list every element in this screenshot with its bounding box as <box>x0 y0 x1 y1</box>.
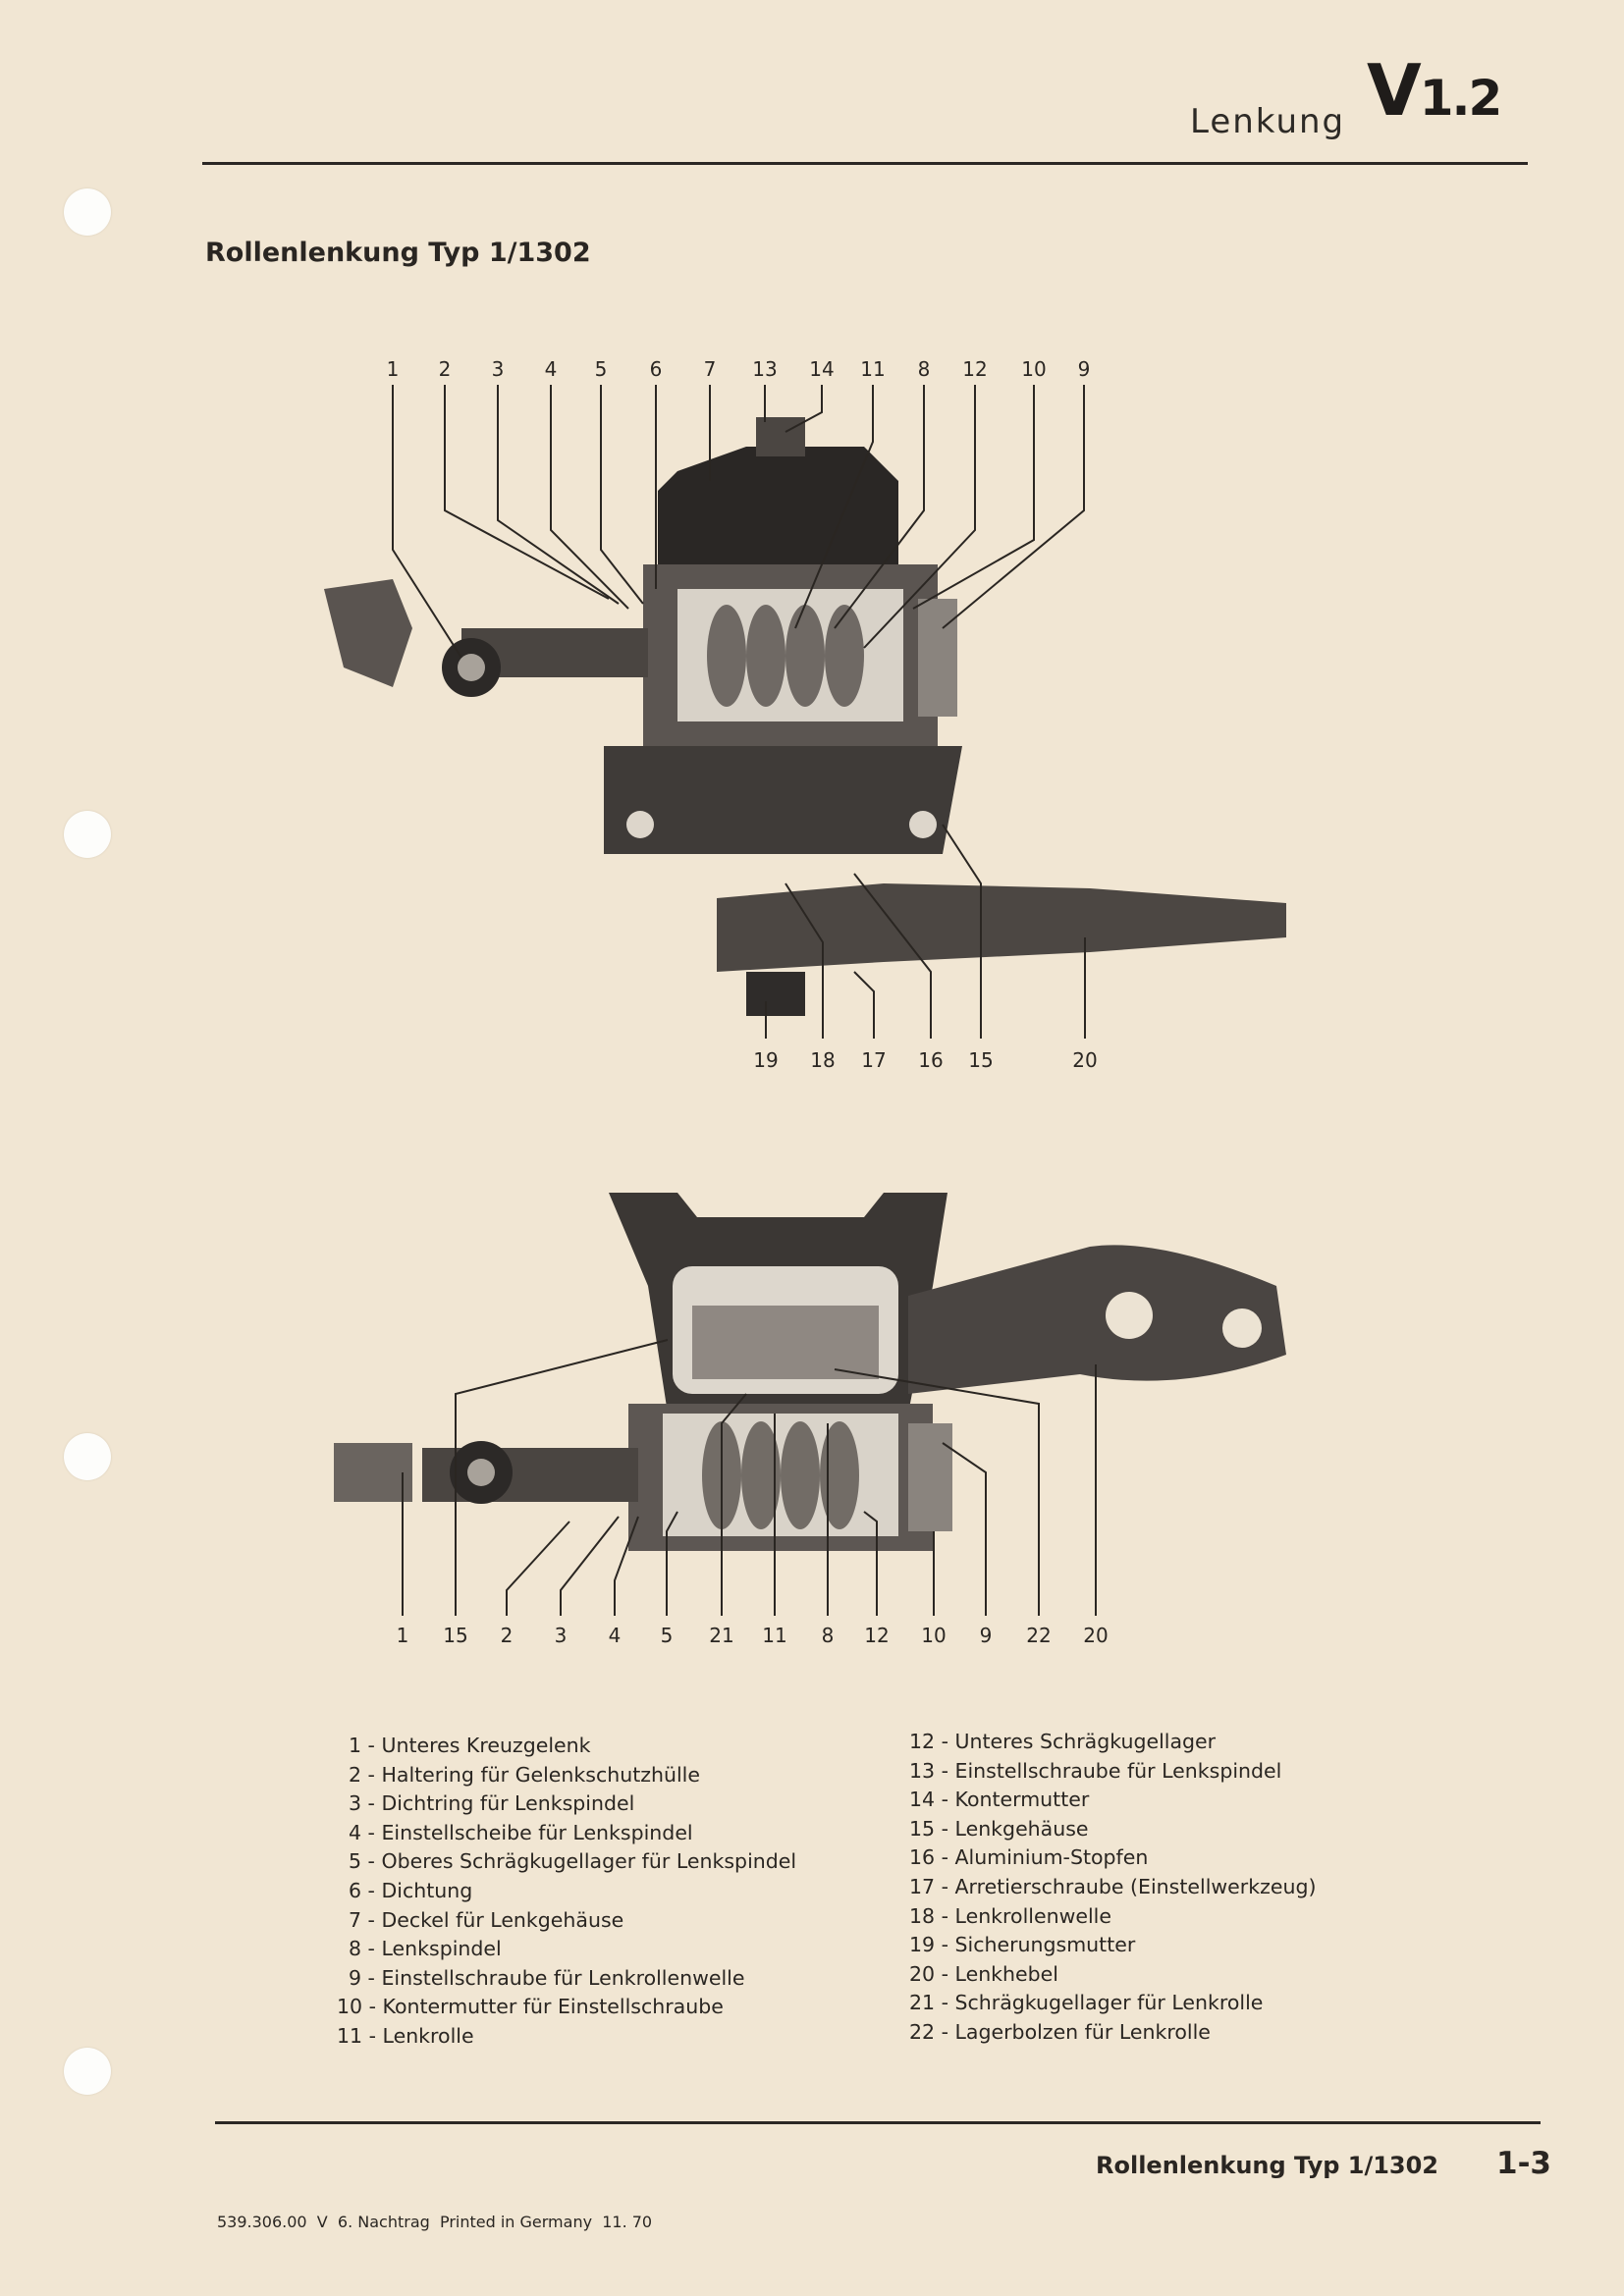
footer-title: Rollenlenkung Typ 1/1302 <box>1096 2152 1439 2179</box>
legend-item: 5 - Oberes Schrägkugellager für Lenkspin… <box>349 1849 797 1874</box>
callout-label: 15 <box>968 1048 994 1072</box>
callout-label: 13 <box>752 357 778 381</box>
callout-label: 3 <box>491 357 505 381</box>
callout-label: 14 <box>809 357 835 381</box>
callout-label: 4 <box>544 357 558 381</box>
print-info: 539.306.00 V 6. Nachtrag Printed in Germ… <box>217 2213 653 2231</box>
callout-label: 9 <box>979 1624 993 1647</box>
legend-item: 14 - Kontermutter <box>909 1788 1090 1812</box>
legend-item: 16 - Aluminium-Stopfen <box>909 1845 1149 1870</box>
callout-label: 22 <box>1026 1624 1052 1647</box>
callout-label: 18 <box>810 1048 836 1072</box>
binder-hole <box>64 2048 111 2095</box>
header-rule <box>202 162 1528 165</box>
bottom-leader-lines <box>402 1339 1097 1616</box>
section-code-sub: 1.2 <box>1419 70 1503 127</box>
legend-item: 13 - Einstellschraube für Lenkspindel <box>909 1758 1282 1783</box>
legend-item: 2 - Haltering für Gelenkschutzhülle <box>349 1762 700 1787</box>
legend-right: 12 - Unteres Schrägkugellager 13 - Einst… <box>909 1728 1316 2048</box>
callout-label: 2 <box>500 1624 514 1647</box>
legend-left: 1 - Unteres Kreuzgelenk 2 - Haltering fü… <box>337 1732 797 2052</box>
legend-item: 22 - Lagerbolzen für Lenkrolle <box>909 2019 1211 2044</box>
footer-rule <box>215 2121 1541 2124</box>
callout-label: 17 <box>861 1048 887 1072</box>
legend-item: 17 - Arretierschraube (Einstellwerkzeug) <box>909 1874 1317 1898</box>
page-title: Rollenlenkung Typ 1/1302 <box>205 238 591 268</box>
legend-item: 18 - Lenkrollenwelle <box>909 1903 1111 1928</box>
legend-item: 12 - Unteres Schrägkugellager <box>909 1730 1217 1753</box>
callout-label: 19 <box>753 1048 779 1072</box>
callout-label: 1 <box>396 1624 409 1647</box>
callout-label: 21 <box>709 1624 734 1647</box>
legend-item: 21 - Schrägkugellager für Lenkrolle <box>909 1991 1264 2015</box>
section-code-main: V <box>1367 49 1422 132</box>
legend-item: 15 - Lenkgehäuse <box>909 1816 1089 1841</box>
callout-label: 20 <box>1072 1048 1098 1072</box>
callout-label: 9 <box>1077 357 1091 381</box>
callout-label: 11 <box>860 357 886 381</box>
callout-label: 4 <box>608 1624 622 1647</box>
callout-label: 10 <box>1021 357 1047 381</box>
callout-label: 2 <box>438 357 452 381</box>
legend-item: 6 - Dichtung <box>349 1878 473 1902</box>
binder-hole <box>64 811 111 858</box>
top-cutaway-illustration <box>324 417 1286 1016</box>
callout-label: 16 <box>918 1048 944 1072</box>
legend-item: 3 - Dichtring für Lenkspindel <box>349 1791 635 1816</box>
section-code: V1.2 <box>1367 49 1503 132</box>
callout-label: 11 <box>762 1624 787 1647</box>
legend-item: 20 - Lenkhebel <box>909 1961 1058 1986</box>
legend-item: 1 - Unteres Kreuzgelenk <box>349 1734 591 1757</box>
legend-item: 19 - Sicherungsmutter <box>909 1933 1136 1957</box>
callout-label: 8 <box>821 1624 835 1647</box>
bottom-cutaway-illustration <box>334 1193 1286 1551</box>
binder-hole <box>64 1433 111 1480</box>
legend-item: 10 - Kontermutter für Einstellschraube <box>337 1995 724 2019</box>
top-leader-lines <box>392 385 1086 1039</box>
callout-label: 3 <box>554 1624 568 1647</box>
callout-label: 20 <box>1083 1624 1109 1647</box>
page-number: 1-3 <box>1496 2146 1552 2181</box>
callout-label: 7 <box>703 357 717 381</box>
legend-item: 11 - Lenkrolle <box>337 2023 474 2048</box>
callout-label: 12 <box>962 357 988 381</box>
legend-item: 8 - Lenkspindel <box>349 1937 502 1961</box>
callout-label: 12 <box>864 1624 890 1647</box>
legend-item: 4 - Einstellscheibe für Lenkspindel <box>349 1820 693 1844</box>
callout-label: 10 <box>921 1624 947 1647</box>
callout-label: 1 <box>386 357 400 381</box>
callout-label: 5 <box>594 357 608 381</box>
callout-label: 5 <box>660 1624 674 1647</box>
callout-label: 8 <box>917 357 931 381</box>
legend-item: 9 - Einstellschraube für Lenkrollenwelle <box>349 1965 745 1990</box>
callout-label: 15 <box>443 1624 468 1647</box>
callout-label: 6 <box>649 357 663 381</box>
section-name: Lenkung <box>1190 102 1346 141</box>
binder-hole <box>64 188 111 236</box>
legend-item: 7 - Deckel für Lenkgehäuse <box>349 1907 624 1932</box>
